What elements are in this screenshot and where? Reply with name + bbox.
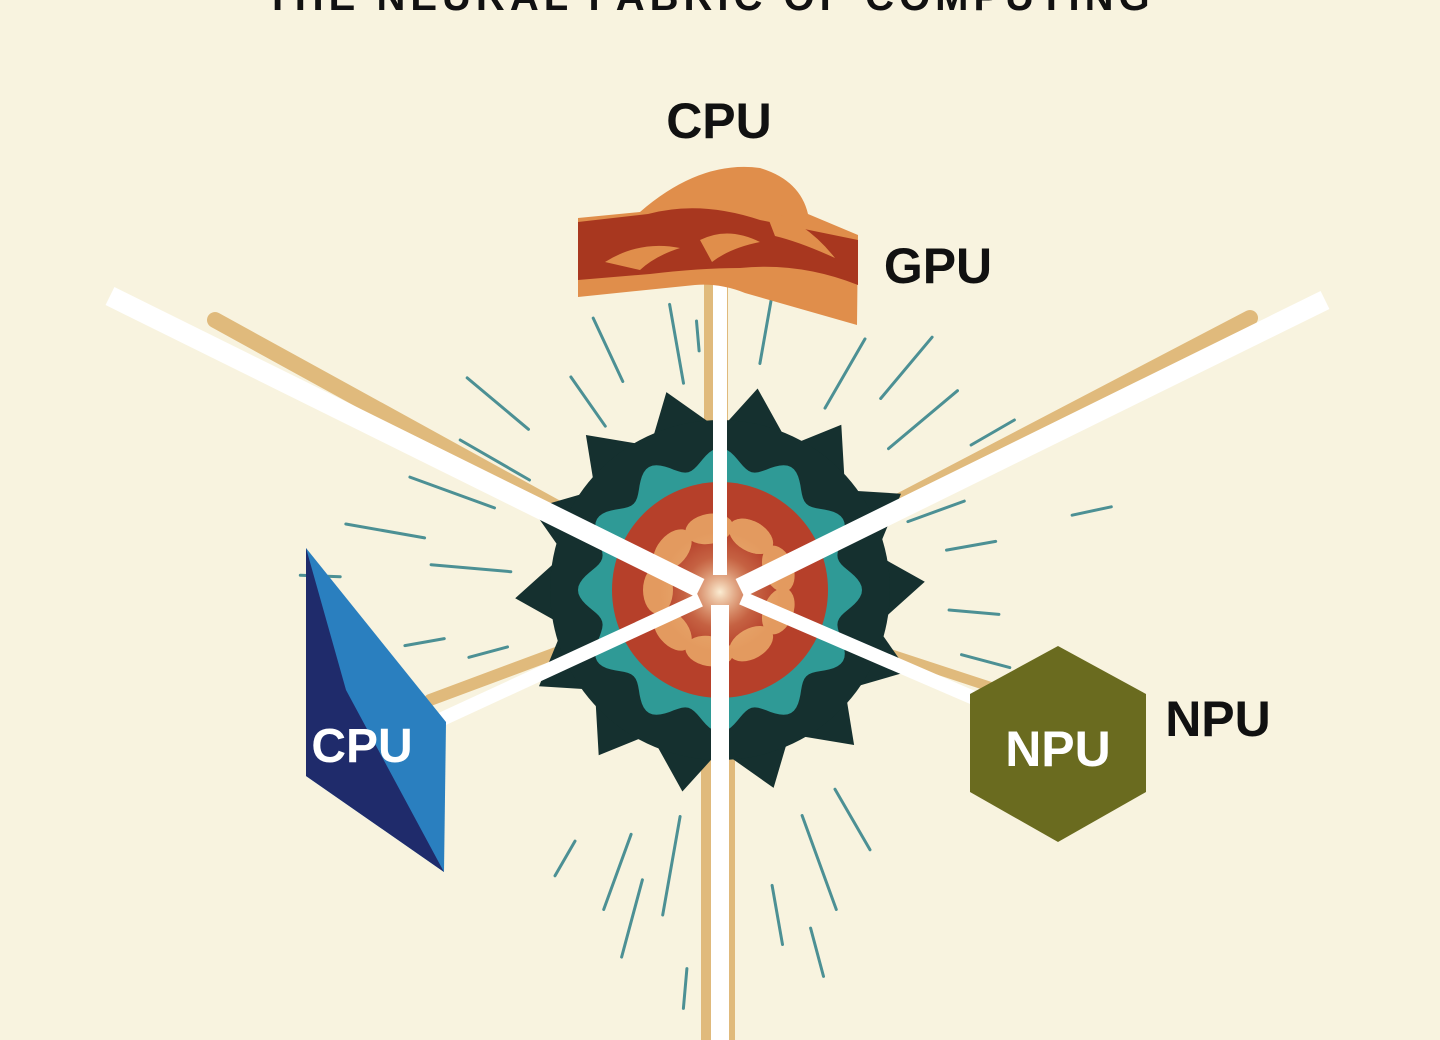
label-cpu-top: CPU: [666, 93, 772, 149]
tick-mark: [465, 376, 530, 431]
tick-mark: [695, 319, 701, 353]
npu-hexagon-icon: [970, 646, 1146, 842]
tick-mark: [887, 389, 959, 451]
gpu-swirl-center: [700, 233, 760, 262]
core-glow: [660, 532, 780, 652]
tick-mark: [947, 608, 1001, 616]
gpu-block-icon: [578, 166, 858, 325]
tick-mark: [408, 475, 496, 510]
white-beams: [105, 265, 1330, 1040]
tick-mark: [467, 645, 509, 659]
label-gpu: GPU: [884, 238, 992, 294]
tick-mark: [591, 316, 625, 383]
tick-mark: [344, 522, 427, 540]
tick-mark: [661, 815, 682, 917]
tick-mark: [960, 653, 1012, 670]
label-npu-side: NPU: [1165, 691, 1271, 747]
tick-mark: [758, 293, 774, 365]
tick-mark: [1070, 505, 1113, 517]
tick-mark: [809, 926, 825, 978]
tick-mark: [945, 539, 998, 552]
radial-tick-marks: [298, 293, 1113, 1010]
tick-mark: [969, 418, 1016, 447]
white-beam-upper-right: [735, 291, 1330, 597]
tick-mark: [879, 335, 934, 400]
tick-mark: [620, 878, 644, 959]
white-beam-lower-right: [739, 591, 993, 712]
diagram-title: THE NEURAL FABRIC OF COMPUTING: [265, 0, 1154, 19]
tick-mark: [553, 839, 577, 878]
white-beam-lower-left: [437, 593, 703, 727]
tick-mark: [668, 302, 685, 385]
gpu-swirl-left: [605, 245, 680, 270]
tick-mark: [770, 883, 784, 946]
tick-mark: [429, 563, 513, 574]
tick-mark: [681, 967, 689, 1010]
cpu-prism-dark: [306, 548, 444, 872]
neural-core-icon: [515, 388, 925, 792]
label-cpu-left: CPU: [311, 720, 412, 773]
tick-mark: [800, 814, 838, 911]
tick-mark: [458, 438, 531, 482]
tick-mark: [569, 375, 607, 428]
label-npu-badge: NPU: [1005, 721, 1111, 777]
tick-mark: [906, 499, 966, 524]
tick-mark: [602, 832, 633, 911]
tick-mark: [833, 787, 872, 852]
cpu-prism-icon: [306, 548, 446, 872]
gpu-swirl-right: [765, 210, 835, 258]
tick-mark: [403, 637, 446, 648]
white-beam-upper-left: [105, 287, 705, 597]
tick-mark: [823, 337, 867, 410]
